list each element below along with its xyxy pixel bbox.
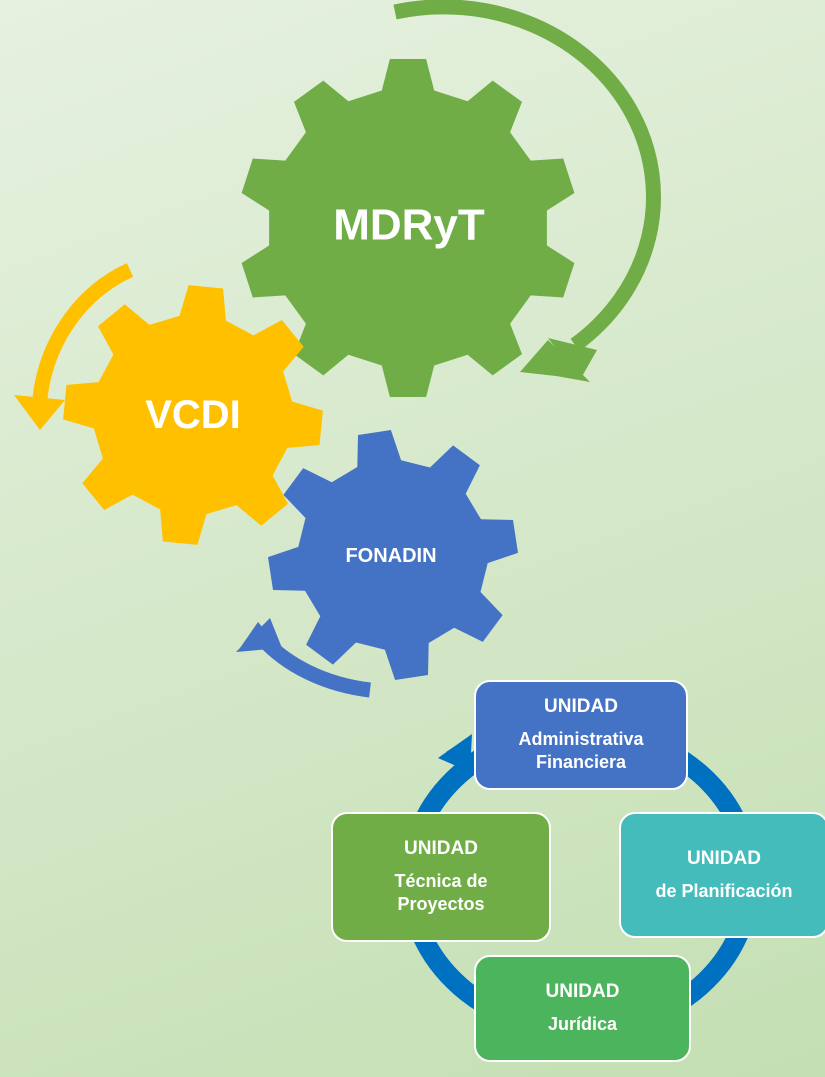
vcdi-arrowhead — [14, 395, 65, 430]
unit-tec-title: UNIDAD — [404, 838, 478, 859]
unit-tec-name: Técnica de Proyectos — [394, 871, 488, 914]
mdryt-arrowhead-tip — [548, 338, 597, 380]
vcdi-label: VCDI — [145, 393, 241, 437]
vcdi-gear — [63, 285, 323, 545]
unit-juridica-box: UNIDAD Jurídica — [474, 955, 691, 1062]
mdryt-rotation-arrow — [393, 0, 661, 352]
unit-plan-title: UNIDAD — [687, 847, 761, 869]
cycle-arrowhead-tip — [438, 734, 472, 772]
fonadin-gear — [268, 430, 518, 680]
mdryt-arrowhead — [520, 340, 590, 382]
unit-admin-title: UNIDAD — [544, 696, 618, 717]
unit-admin-name: Administrativa Financiera — [518, 729, 644, 772]
vcdi-rotation-arrow — [32, 263, 134, 399]
fonadin-arrowhead-tip — [236, 618, 282, 652]
unit-jur-name: Jurídica — [547, 1014, 618, 1034]
mdryt-label: MDRyT — [333, 201, 485, 250]
unit-planificacion-box: UNIDAD de Planificación — [619, 812, 825, 938]
fonadin-label: FONADIN — [345, 545, 436, 567]
unit-jur-title: UNIDAD — [545, 981, 620, 1002]
mdryt-gear — [241, 59, 575, 397]
unit-tecnica-proyectos-box: UNIDAD Técnica de Proyectos — [331, 812, 551, 942]
unit-administrativa-financiera-box: UNIDAD Administrativa Financiera — [474, 680, 688, 790]
unit-plan-name: de Planificación — [655, 880, 793, 901]
